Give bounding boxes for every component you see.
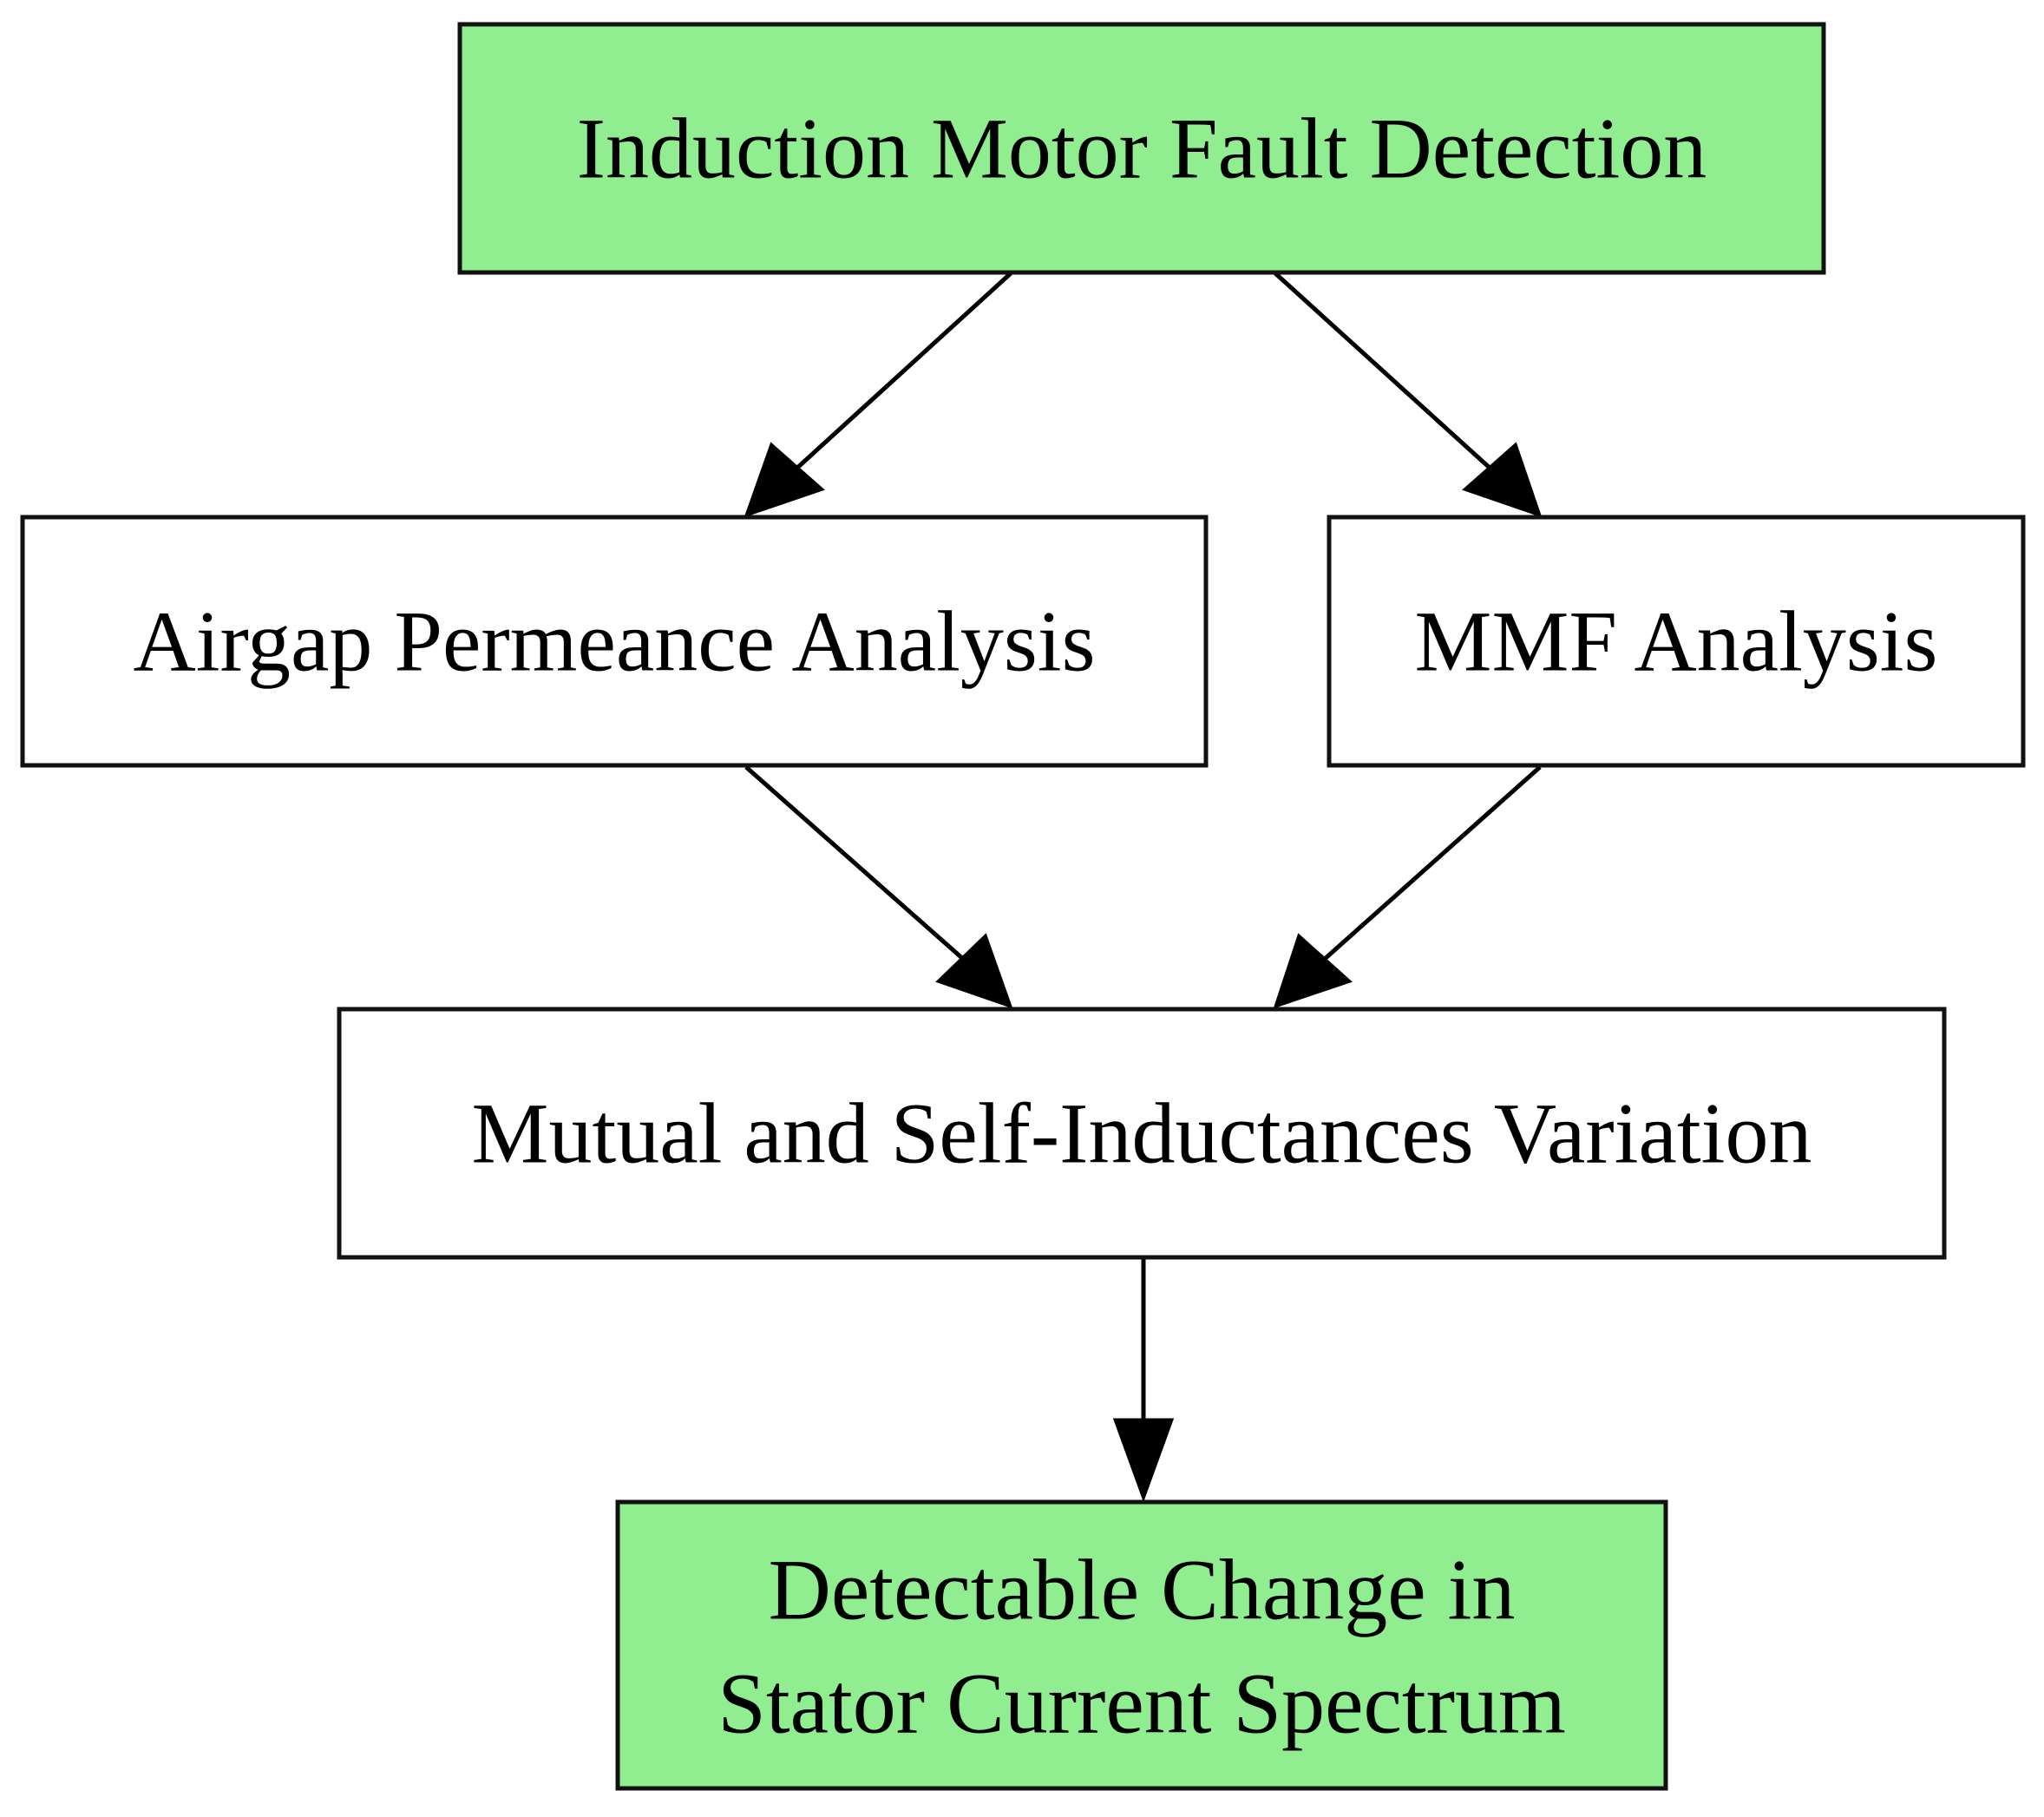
edge-fault-to-airgap	[744, 272, 1012, 518]
node-mmf-analysis-label: MMF Analysis	[1415, 594, 1938, 690]
node-stator-spectrum-label-line2: Stator Current Spectrum	[717, 1656, 1566, 1752]
node-mmf-analysis: MMF Analysis	[1327, 515, 2026, 768]
edge-airgap-to-inductance	[744, 765, 1013, 1009]
edge-mmf-to-inductance	[1273, 765, 1542, 1009]
node-airgap-permeance: Airgap Permeance Analysis	[20, 515, 1209, 768]
node-stator-spectrum: Detectable Change in Stator Current Spec…	[615, 1499, 1668, 1791]
node-fault-detection: Induction Motor Fault Detection	[457, 22, 1826, 275]
node-stator-spectrum-label-line1: Detectable Change in	[769, 1542, 1516, 1638]
edge-inductance-to-stator	[1112, 1257, 1175, 1503]
node-inductance-variation-label: Mutual and Self-Inductances Variation	[472, 1086, 1812, 1182]
node-airgap-permeance-label: Airgap Permeance Analysis	[134, 594, 1096, 690]
node-fault-detection-label: Induction Motor Fault Detection	[577, 101, 1707, 197]
edge-fault-to-mmf	[1274, 272, 1543, 518]
node-inductance-variation: Mutual and Self-Inductances Variation	[337, 1007, 1947, 1260]
